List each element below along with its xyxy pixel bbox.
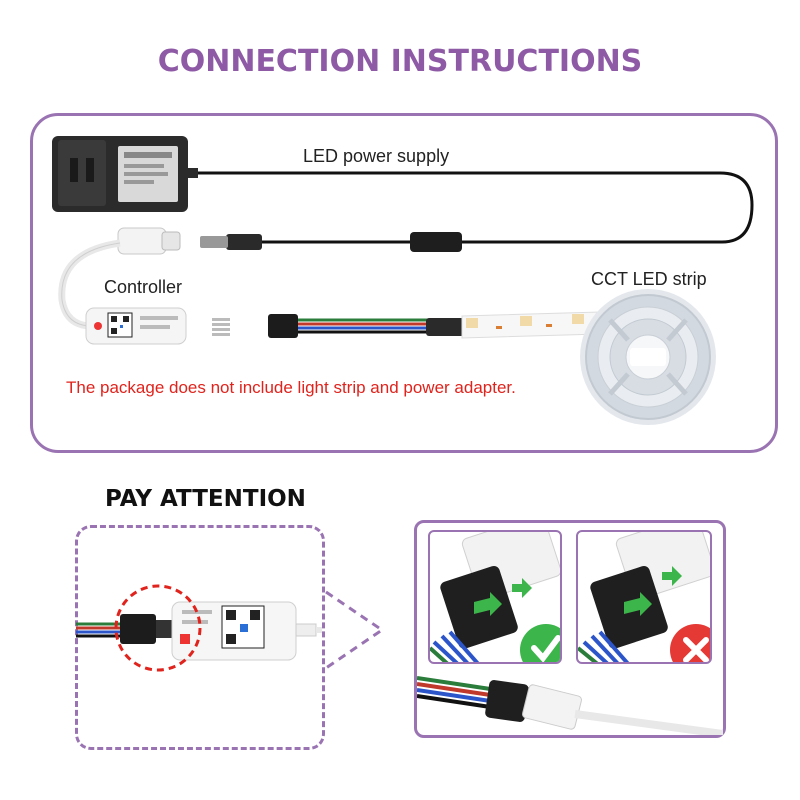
correct-connection-illustration (430, 532, 562, 664)
power-adapter-icon (52, 136, 198, 212)
package-note: The package does not include light strip… (66, 378, 516, 398)
controller-icon (86, 308, 186, 344)
power-supply-label: LED power supply (303, 146, 449, 167)
four-pin-connector-icon (212, 318, 230, 336)
correct-connection-panel (428, 530, 562, 664)
controller-label: Controller (104, 277, 182, 298)
connector-closeup (417, 668, 723, 735)
controller-detail (72, 530, 392, 750)
led-strip-icon (462, 312, 600, 338)
led-strip-reel-icon (580, 289, 716, 425)
strip-label: CCT LED strip (591, 269, 707, 290)
attention-title: PAY ATTENTION (105, 486, 306, 512)
incorrect-connection-panel (576, 530, 712, 664)
incorrect-connection-illustration (578, 532, 712, 664)
